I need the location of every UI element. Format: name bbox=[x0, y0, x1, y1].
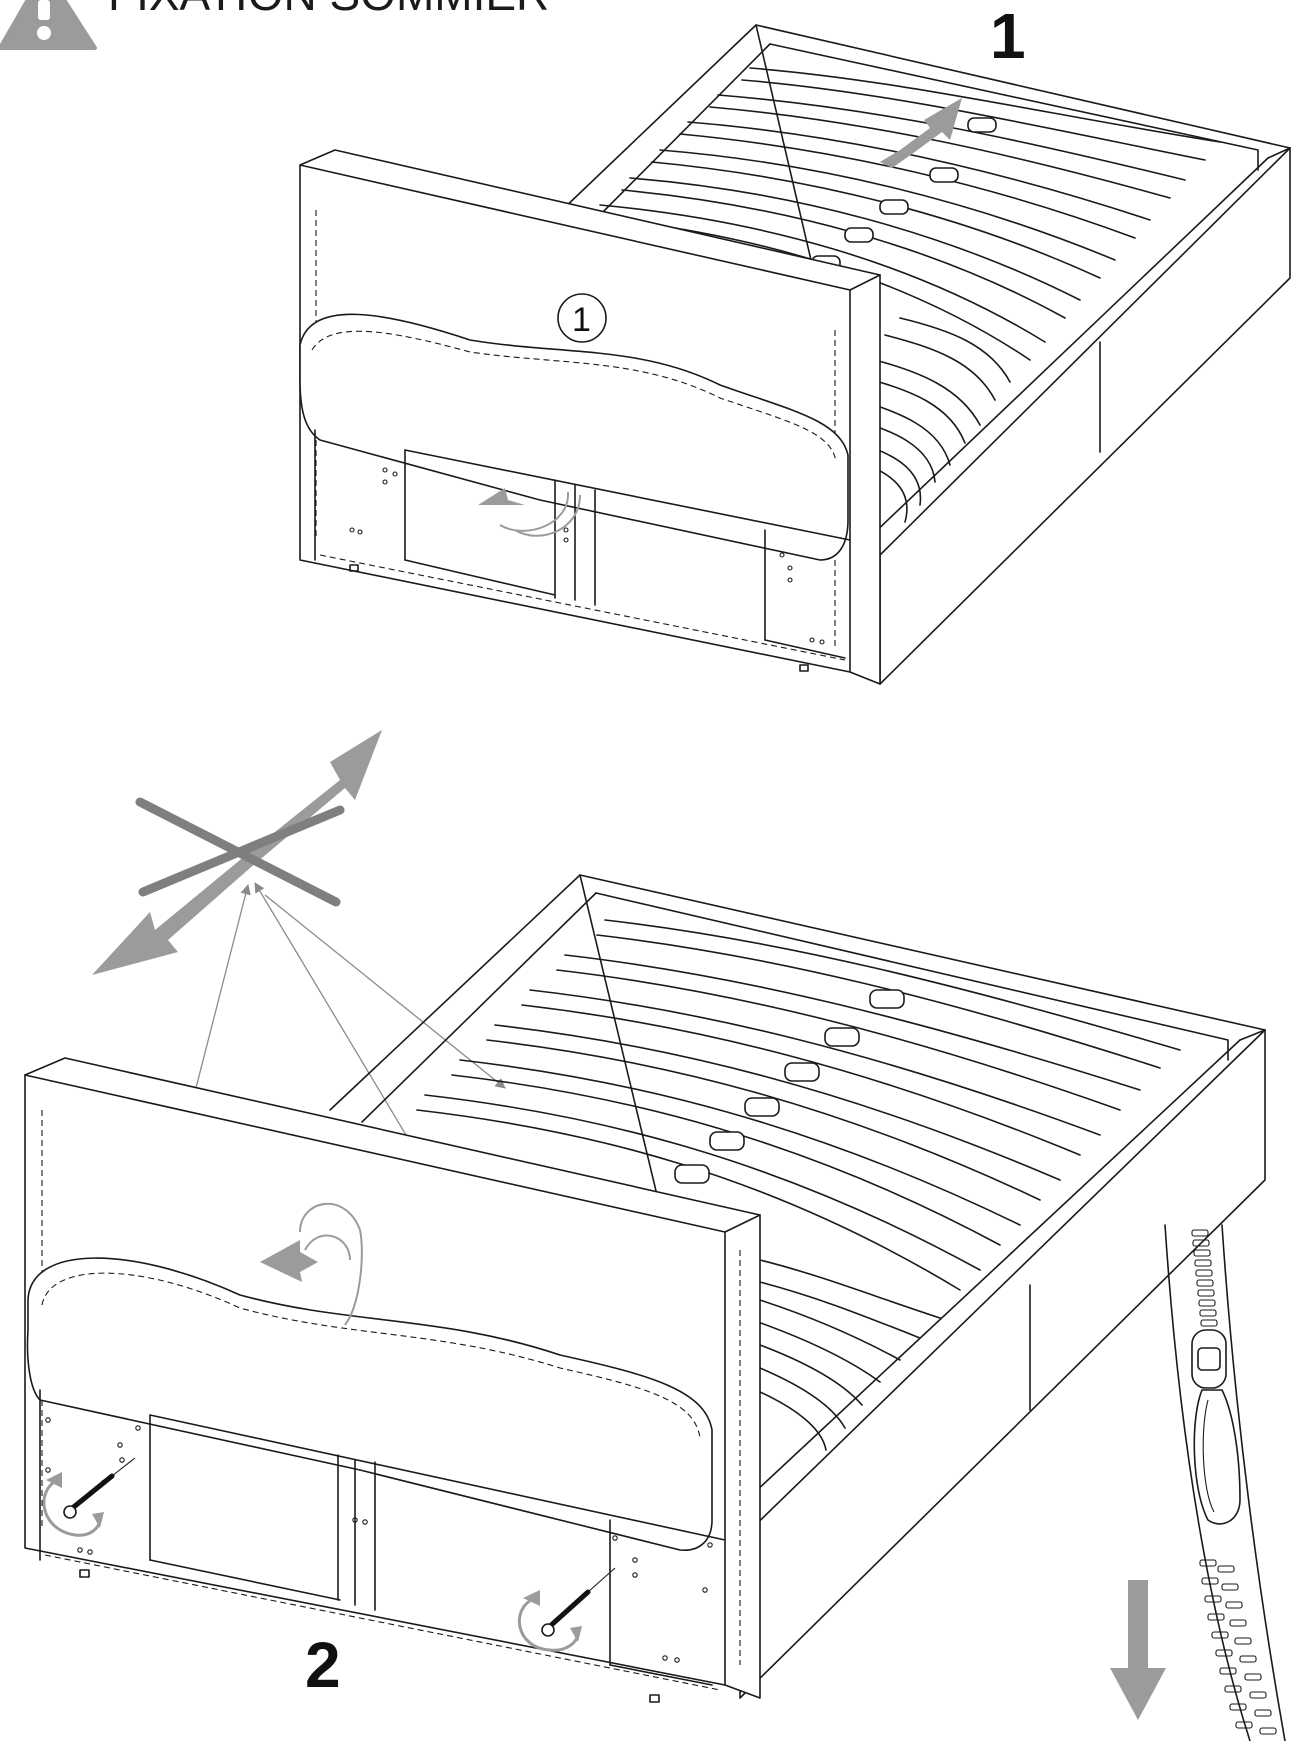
part-1-callout-label: 1 bbox=[572, 301, 591, 339]
zipper-slider-icon bbox=[1191, 1329, 1241, 1525]
rotate-arrow-2 bbox=[260, 1202, 363, 1326]
rotate-arrow-1 bbox=[478, 488, 581, 537]
zipper-detail bbox=[1110, 1224, 1286, 1741]
header: FIXATION SOMMIER bbox=[0, 0, 549, 50]
zipper-teeth bbox=[1191, 1229, 1277, 1735]
zipper-pull-down-arrow bbox=[1110, 1580, 1166, 1720]
headboard-2 bbox=[24, 1057, 761, 1703]
step-1-illustration: 1 bbox=[299, 0, 1291, 685]
screw-left-icon bbox=[63, 1457, 136, 1519]
lift-arrow bbox=[880, 98, 962, 168]
step-1-number: 1 bbox=[990, 0, 1026, 72]
slats-bottom bbox=[416, 919, 1181, 1451]
headboard-1: 1 bbox=[299, 149, 881, 685]
screw-rotate-right-icon bbox=[518, 1590, 582, 1652]
step-2-illustration: 2 bbox=[24, 874, 1266, 1703]
screw-rotate-left-icon bbox=[42, 1472, 104, 1537]
warning-triangle-icon bbox=[0, 0, 97, 50]
step-2-number: 2 bbox=[305, 1629, 341, 1701]
part-1-callout bbox=[557, 293, 607, 343]
screw-right-icon bbox=[541, 1567, 616, 1637]
page-title: FIXATION SOMMIER bbox=[108, 0, 549, 20]
forbidden-move-symbol bbox=[92, 730, 382, 975]
